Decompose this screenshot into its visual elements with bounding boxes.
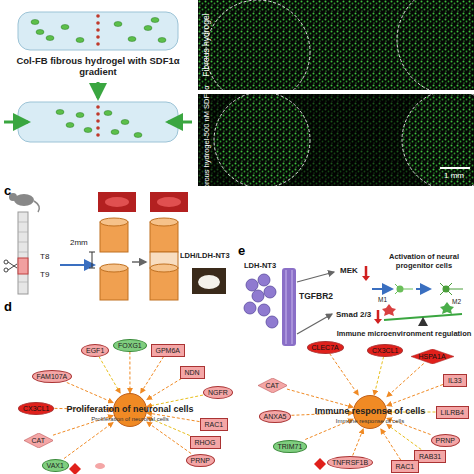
network-edge [141, 357, 164, 394]
gene-name: VAX1 [47, 462, 64, 469]
panel-letter: e [238, 244, 245, 259]
function-title: Immune response of cells [315, 406, 426, 416]
gene-name: RAB31 [419, 453, 441, 460]
gene-name: IL33 [448, 377, 462, 384]
network-edge [147, 422, 191, 453]
network-edge [374, 357, 383, 396]
function-node: Immune response of cellsImmune response … [353, 395, 387, 429]
gene-name: RAC1 [396, 463, 415, 470]
gene-node: FAM107A [32, 370, 73, 383]
gene-name: LILRB4 [441, 409, 464, 416]
scale-label: 1 mm [444, 171, 464, 180]
network-edge [129, 352, 130, 394]
gene-name: RHOG [195, 439, 216, 446]
function-label: Proliferation of neuronal cells [91, 416, 168, 422]
gene-name: RAC1 [205, 421, 224, 428]
gene-node: NGFR [203, 386, 233, 399]
gene-node: ANXA5 [259, 410, 292, 423]
gene-node: FOXG1 [113, 339, 147, 352]
gene-name: NGFR [208, 389, 228, 396]
network-edge [387, 424, 421, 449]
gene-name: PRNP [436, 437, 455, 444]
effect-label: Immune microenvironment regulation [336, 330, 472, 339]
schematic-caption: Col-FB fibrous hydrogel with SDF1α gradi… [8, 56, 188, 78]
dimension-label: 2mm [70, 238, 88, 247]
gene-name: CX3CL1 [372, 347, 398, 354]
gene-name: CX3CL1 [23, 405, 49, 412]
network-edge [387, 384, 443, 405]
gene-name: TNFRSF1B [332, 459, 368, 466]
gene-node: TRIM71 [273, 440, 308, 453]
gene-name: FOXG1 [118, 342, 142, 349]
material-label: LDH-NT3 [244, 262, 276, 271]
network-edge [381, 429, 401, 460]
vertebra-label: T9 [40, 270, 49, 279]
gene-name: GPM6A [156, 347, 181, 354]
pathway-label: Smad 2/3 [336, 310, 371, 319]
gene-node: VAX1 [42, 459, 69, 472]
gene-name: PRNP [191, 457, 210, 464]
network-edge [330, 354, 359, 396]
function-label: Immune response of cells [336, 418, 404, 424]
panel-letter: d [4, 300, 12, 315]
gene-node: CX3CL1 [18, 402, 54, 415]
gene-node: CLEC7A [307, 341, 344, 354]
gene-node: HSPA1A [411, 349, 454, 364]
gene-name: CAT [266, 382, 279, 389]
gene-name: CLEC7A [312, 344, 339, 351]
gene-name: HSPA1A [419, 353, 446, 360]
receptor-label: TGFBR2 [299, 292, 333, 302]
function-title: Proliferation of neuronal cells [66, 404, 193, 414]
gene-node: CAT [24, 433, 53, 448]
gene-name: ANXA5 [264, 413, 287, 420]
gene-node: RAC1 [391, 460, 420, 473]
network-edge [67, 383, 113, 403]
gene-name: FAM107A [37, 373, 68, 380]
gene-node: EGF1 [81, 344, 109, 357]
pathway-label: MEK [340, 266, 358, 275]
material-label: LDH/LDH-NT3 [180, 252, 230, 261]
network-edge [287, 389, 353, 407]
gene-name: CAT [32, 437, 45, 444]
network-edge [387, 364, 424, 397]
gene-node: RHOG [190, 436, 221, 449]
cell-label: M1 [378, 296, 387, 303]
gene-name: TRIM71 [278, 443, 303, 450]
gene-node: CX3CL1 [367, 344, 403, 357]
panel-letter: c [4, 184, 11, 199]
vertebra-label: T8 [40, 252, 49, 261]
gene-name: NDN [185, 369, 200, 376]
gene-node: GPM6A [151, 344, 186, 357]
image-label: Fibrous hydrogel [202, 13, 212, 76]
gene-node: IL33 [443, 374, 467, 387]
gene-node: PRNP [186, 454, 215, 467]
effect-label: Activation of neural progenitor cells [374, 253, 474, 270]
function-node: Proliferation of neuronal cellsProlifera… [113, 393, 147, 427]
gene-node: TNFRSF1B [327, 456, 373, 469]
image-label: Fibrous hydrogel-500 nM SDF1α [203, 86, 212, 195]
gene-node: PRNP [431, 434, 460, 447]
cell-label: M2 [452, 298, 461, 305]
gene-node: NDN [180, 366, 205, 379]
network-edge [64, 422, 113, 458]
gene-node: CAT [258, 378, 287, 393]
network-edge [99, 357, 120, 394]
network-edge [147, 379, 181, 400]
gene-name: EGF1 [86, 347, 104, 354]
gene-node: RAC1 [200, 418, 229, 431]
gene-node: LILRB4 [436, 406, 469, 419]
network-edge [353, 429, 364, 456]
